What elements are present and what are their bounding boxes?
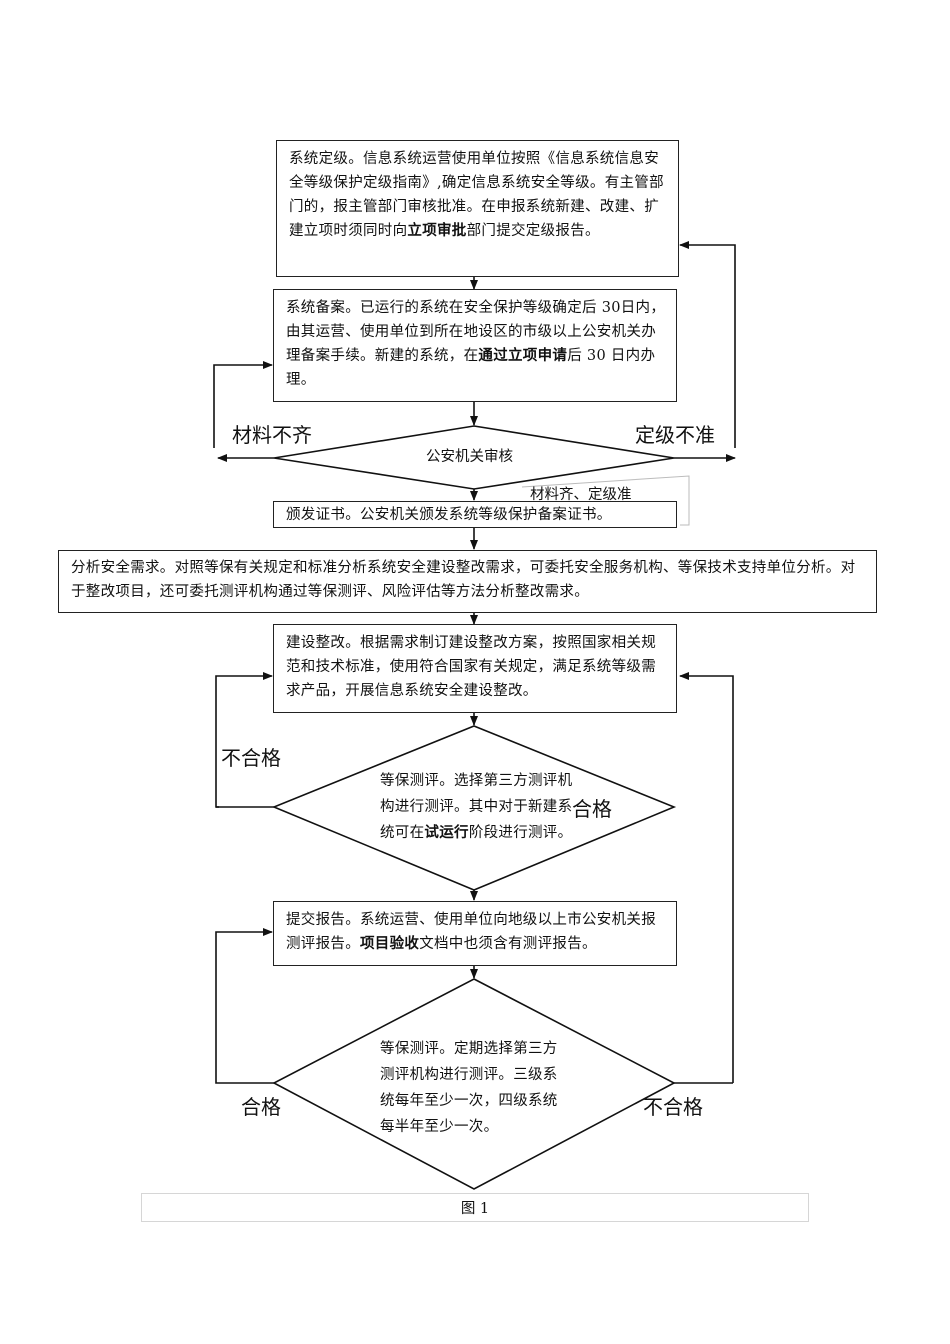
label-pass-report: 合格 (572, 797, 612, 821)
step-rectification: 建设整改。根据需求制订建设整改方案，按照国家相关规范和技术标准，使用符合国家有关… (273, 624, 677, 713)
step-filing: 系统备案。已运行的系统在安全保护等级确定后 30日内，由其运营、使用单位到所在地… (273, 289, 677, 402)
step-security-analysis: 分析安全需求。对照等保有关规定和标准分析系统安全建设整改需求，可委托安全服务机构… (58, 550, 877, 613)
decision1-diamond (273, 425, 675, 490)
decision-assessment-periodic: 等保测评。定期选择第三方测评机构进行测评。三级系统每年至少一次，四级系统每半年至… (380, 1041, 558, 1135)
decision2-diamond (271, 725, 677, 891)
label-fail-rectify: 不合格 (221, 746, 281, 770)
figure-caption: 图 1 (460, 1201, 490, 1217)
step-submit-report: 提交报告。系统运营、使用单位向地级以上市公安机关报测评报告。项目验收文档中也须含… (273, 901, 677, 966)
step-certificate: 颁发证书。公安机关颁发系统等级保护备案证书。 (273, 501, 677, 528)
decision-police-review: 公安机关审核 (426, 449, 513, 465)
decision-assessment-initial: 等保测评。选择第三方测评机构进行测评。其中对于新建系统可在试运行阶段进行测评。 (380, 773, 573, 841)
label-fail-periodic: 不合格 (643, 1095, 703, 1119)
label-pass-periodic: 合格 (241, 1095, 281, 1119)
figure-caption-frame: 图 1 (141, 1193, 809, 1222)
decision3-diamond (272, 978, 676, 1190)
label-materials-incomplete: 材料不齐 (232, 423, 312, 447)
label-materials-complete: 材料齐、定级准 (530, 487, 632, 503)
label-grading-inaccurate: 定级不准 (635, 423, 715, 447)
step-grading: 系统定级。信息系统运营使用单位按照《信息系统信息安全等级保护定级指南》,确定信息… (276, 140, 679, 277)
